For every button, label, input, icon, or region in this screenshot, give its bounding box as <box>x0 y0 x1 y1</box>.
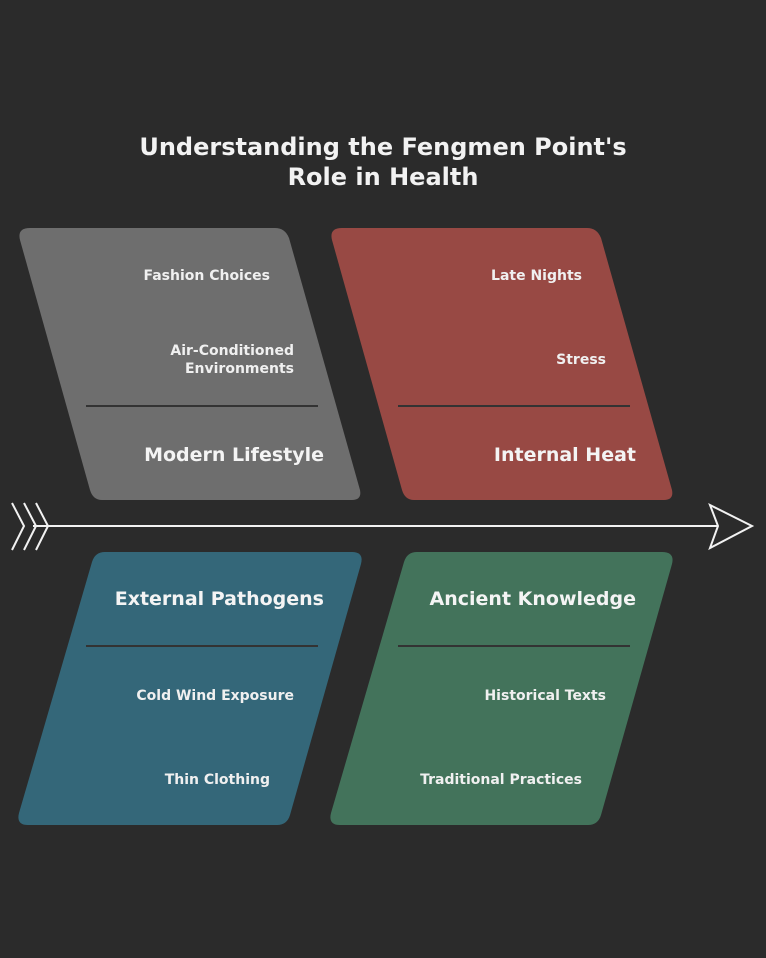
cause-label: Air-Conditioned Environments <box>170 343 294 377</box>
cause-label: Late Nights <box>491 268 582 284</box>
category-label: Ancient Knowledge <box>429 588 636 610</box>
category-box-modern-lifestyle <box>19 228 361 500</box>
cause-label: Fashion Choices <box>143 268 270 284</box>
cause-label: Thin Clothing <box>164 772 270 788</box>
page-title: Understanding the Fengmen Point's Role i… <box>139 133 627 191</box>
cause-label: Cold Wind Exposure <box>136 688 294 704</box>
category-label: Internal Heat <box>493 444 636 466</box>
cause-label: Historical Texts <box>484 688 606 704</box>
category-label: External Pathogens <box>114 588 324 610</box>
spine-arrow <box>11 502 755 551</box>
category-box-external-pathogens <box>18 552 362 825</box>
category-box-ancient-knowledge <box>330 552 673 825</box>
cause-label: Traditional Practices <box>420 772 582 788</box>
category-box-internal-heat <box>331 228 673 500</box>
category-label: Modern Lifestyle <box>144 444 324 466</box>
cause-label: Stress <box>556 352 606 368</box>
